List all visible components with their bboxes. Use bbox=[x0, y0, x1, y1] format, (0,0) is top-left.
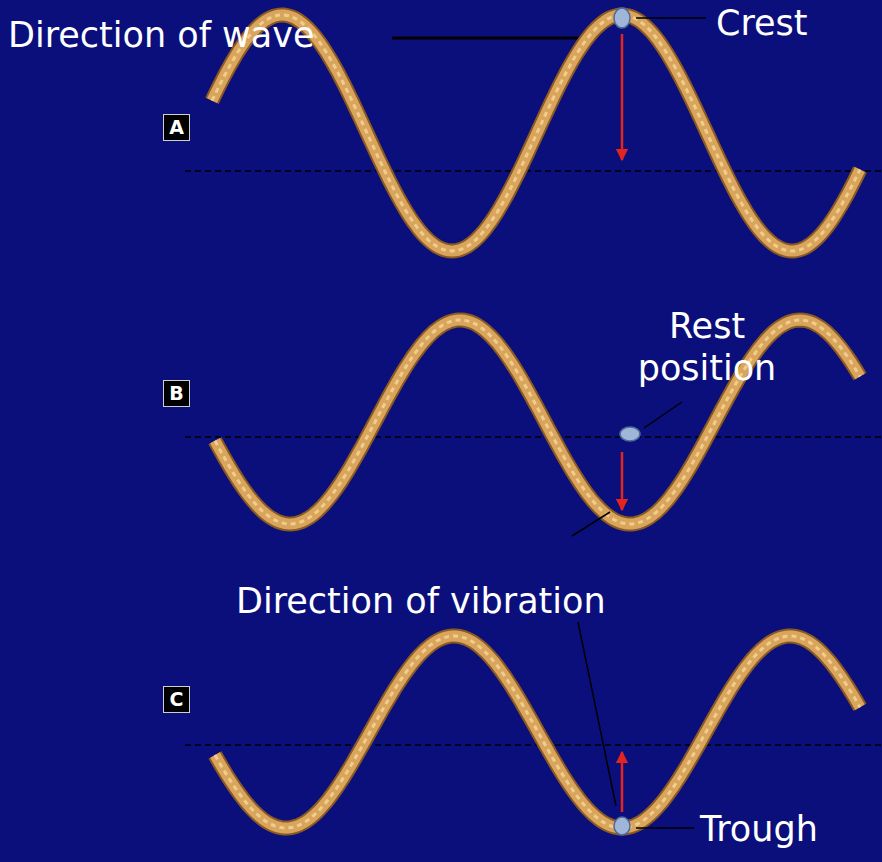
rest-line bbox=[185, 436, 882, 438]
knot bbox=[620, 427, 640, 441]
knot bbox=[614, 8, 630, 28]
wave-direction-arrow bbox=[392, 37, 596, 40]
knot bbox=[614, 817, 630, 835]
panel-letter-text: C bbox=[170, 690, 184, 709]
leader-line bbox=[644, 402, 682, 428]
trough-label: Trough bbox=[700, 808, 818, 850]
leader-line bbox=[636, 827, 694, 829]
vibration-arrow bbox=[621, 34, 624, 160]
vibration-arrow bbox=[621, 452, 624, 510]
panel-letter-text: B bbox=[169, 384, 183, 403]
panel-letter: C bbox=[163, 686, 190, 713]
rest-position-label: Rest position bbox=[612, 305, 802, 389]
leader-line bbox=[636, 17, 706, 19]
panel-letter: B bbox=[163, 380, 190, 407]
vibration-label: Direction of vibration bbox=[236, 580, 606, 622]
rest-line bbox=[185, 744, 882, 746]
rope bbox=[215, 636, 860, 828]
panel-letter: A bbox=[163, 114, 190, 141]
leader-line bbox=[572, 512, 610, 536]
wave-direction-label: Direction of wave bbox=[8, 14, 314, 56]
rope bbox=[215, 636, 860, 828]
panel-letter-text: A bbox=[169, 118, 184, 137]
vibration-arrow bbox=[621, 752, 624, 812]
crest-label: Crest bbox=[716, 2, 808, 44]
leader-line bbox=[578, 622, 616, 806]
rope bbox=[215, 636, 860, 828]
rest-line bbox=[185, 170, 882, 172]
